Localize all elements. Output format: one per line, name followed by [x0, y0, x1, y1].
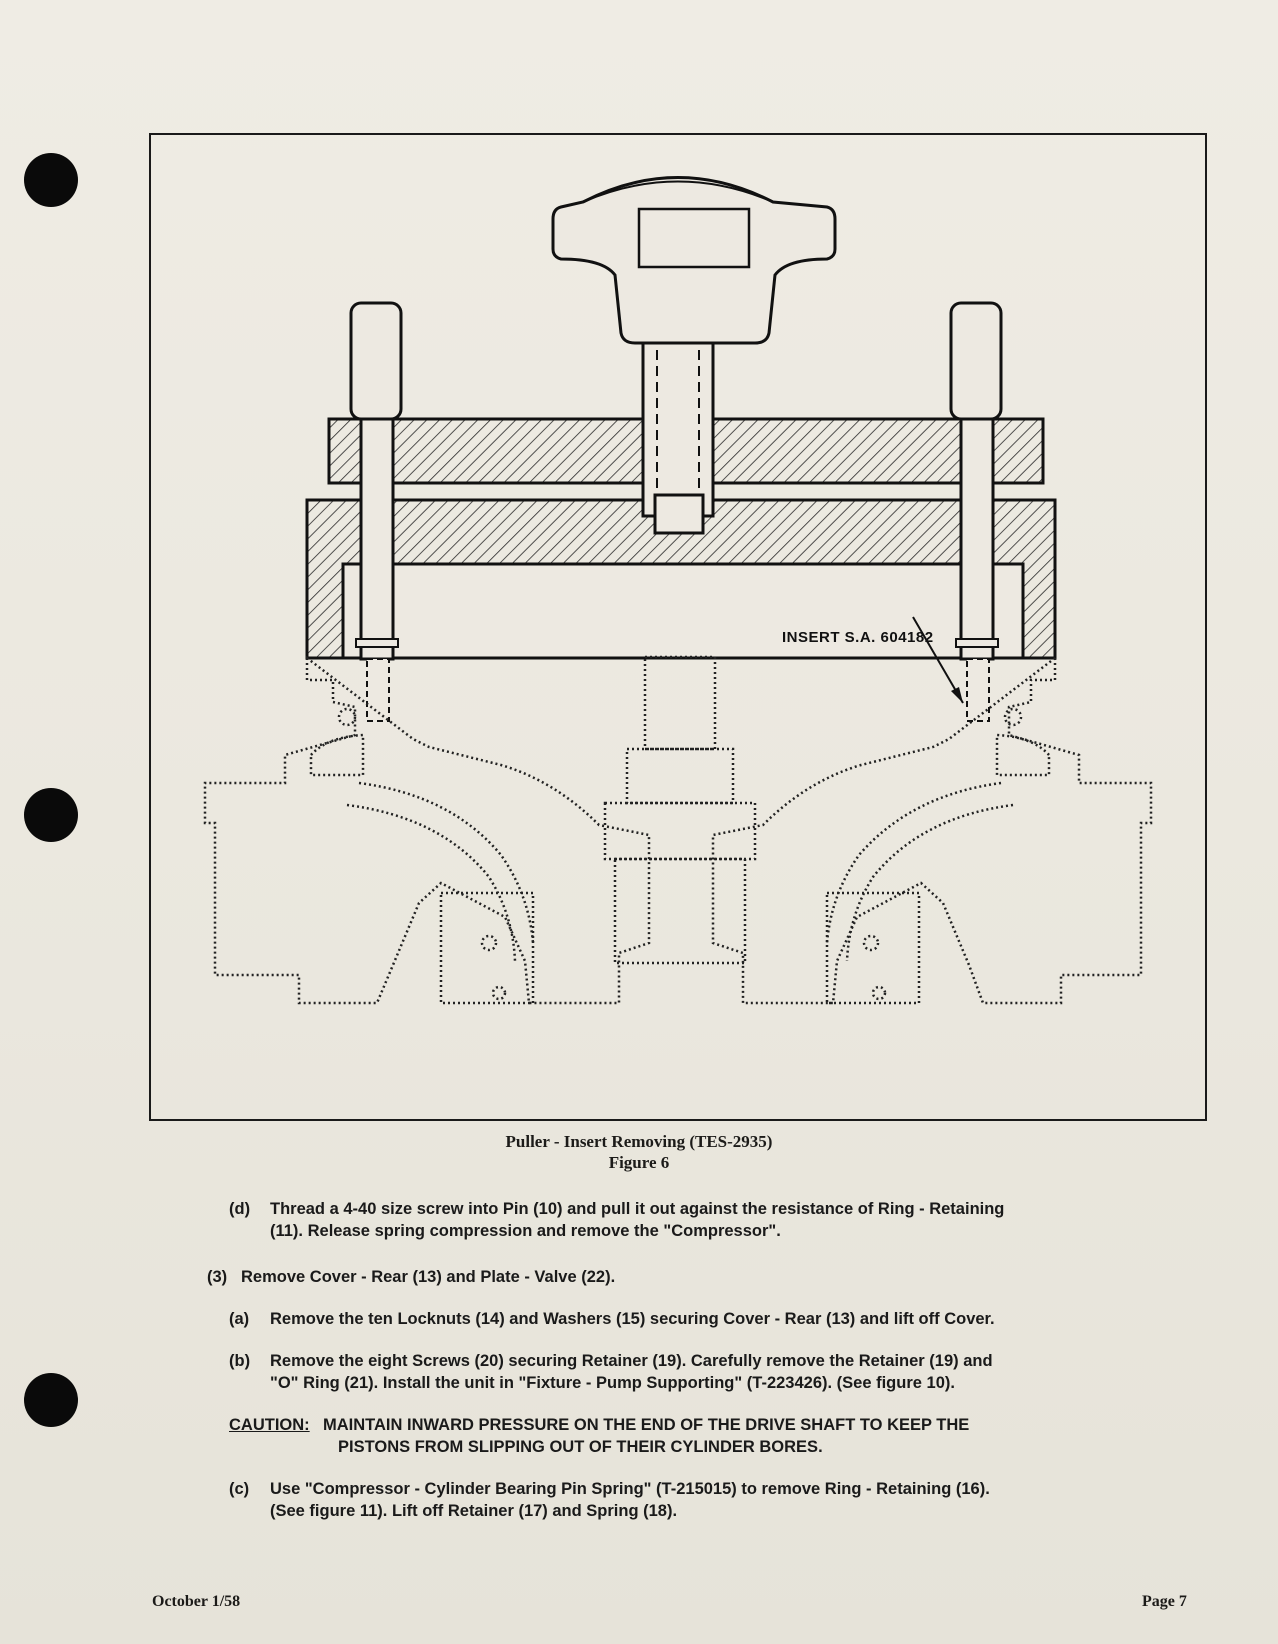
step-3-label: (3): [207, 1268, 228, 1286]
step-a-label: (a): [229, 1310, 250, 1328]
figure-caption-number: Figure 6: [608, 1153, 670, 1172]
step-b-label: (b): [229, 1352, 251, 1370]
screw-tip: [653, 493, 705, 535]
step-c-label: (c): [229, 1480, 250, 1498]
step-c-line2: (See figure 11). Lift off Retainer (17) …: [270, 1502, 678, 1520]
right-pin-top: [949, 301, 1003, 421]
pump-housing: [203, 655, 1153, 1005]
step-b-line2: "O" Ring (21). Install the unit in "Fixt…: [270, 1374, 955, 1392]
caution-label: CAUTION:: [229, 1416, 310, 1434]
binder-hole-top: [24, 153, 78, 207]
step-3-text: Remove Cover - Rear (13) and Plate - Val…: [241, 1268, 616, 1286]
callout-insert-label: INSERT S.A. 604182: [782, 629, 934, 646]
footer-page-number: Page 7: [1142, 1593, 1187, 1610]
binder-hole-bottom: [24, 1373, 78, 1427]
step-d-label: (d): [229, 1200, 251, 1218]
puller-drawing: [203, 176, 1153, 1005]
callout-leader: [912, 616, 964, 704]
step-d-line2: (11). Release spring compression and rem…: [270, 1222, 781, 1240]
insert-cavity: [341, 562, 1025, 660]
figure-6-frame: INSERT S.A. 604182: [149, 133, 1207, 1121]
right-pin-hidden: [966, 658, 990, 722]
step-b-line1: Remove the eight Screws (20) securing Re…: [270, 1352, 993, 1370]
right-pin-shaft: [959, 417, 995, 661]
caution-line1: MAINTAIN INWARD PRESSURE ON THE END OF T…: [323, 1416, 970, 1434]
t-handle-knob: [551, 176, 837, 345]
left-pin-collar: [355, 638, 399, 648]
footer-date: October 1/58: [152, 1593, 241, 1610]
step-a-text: Remove the ten Locknuts (14) and Washers…: [270, 1310, 995, 1328]
left-pin-hidden: [366, 658, 390, 722]
center-screw: [641, 336, 715, 518]
right-pin-collar: [955, 638, 999, 648]
left-pin-shaft: [359, 417, 395, 661]
caution-line2: PISTONS FROM SLIPPING OUT OF THEIR CYLIN…: [338, 1438, 823, 1456]
step-d-line1: Thread a 4-40 size screw into Pin (10) a…: [270, 1200, 1005, 1218]
left-pin-top: [349, 301, 403, 421]
step-c-line1: Use "Compressor - Cylinder Bearing Pin S…: [270, 1480, 990, 1498]
figure-caption-title: Puller - Insert Removing (TES-2935): [505, 1132, 773, 1151]
binder-hole-middle: [24, 788, 78, 842]
